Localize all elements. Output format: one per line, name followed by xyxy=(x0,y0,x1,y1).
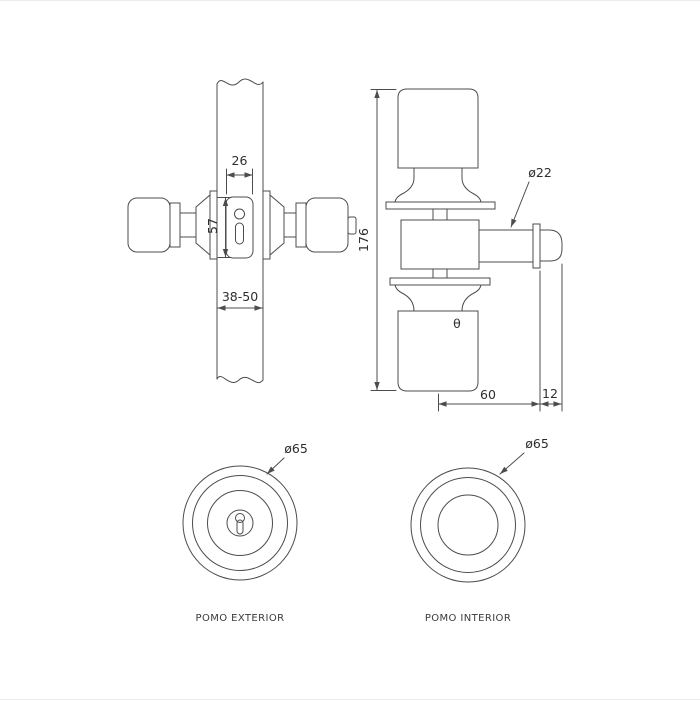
dim-26-label: 26 xyxy=(232,153,248,168)
bottom-bell-right xyxy=(461,284,482,312)
keyway-slot xyxy=(235,222,244,245)
dimension-176: 176 xyxy=(356,89,397,391)
leader-line xyxy=(499,452,525,475)
latch-faceplate xyxy=(532,223,541,269)
front-view: θ 176 ø22 60 12 xyxy=(356,88,563,412)
dim-38-50-label: 38-50 xyxy=(222,289,258,304)
exterior-caption: POMO EXTERIOR xyxy=(196,613,285,624)
interior-caption: POMO INTERIOR xyxy=(425,613,511,624)
interior-knob-face-ring xyxy=(295,202,307,248)
interior-rose xyxy=(269,193,285,257)
exterior-face-view: ø65 POMO EXTERIOR xyxy=(182,441,308,624)
exterior-mount-plate xyxy=(209,190,218,260)
keyhole-circle xyxy=(235,513,245,523)
cylinder-pin-circle xyxy=(234,208,245,220)
exterior-middle-circle xyxy=(192,475,288,571)
lock-body xyxy=(400,219,480,270)
exterior-knob-neck xyxy=(179,212,197,238)
exterior-knob-face-ring xyxy=(169,202,181,248)
keyhole-slot xyxy=(236,519,244,535)
dim-12-label: 12 xyxy=(542,386,558,401)
dim-176-label: 176 xyxy=(356,228,371,252)
theta-mark: θ xyxy=(453,316,461,331)
interior-knob-head xyxy=(305,197,349,253)
lock-cylinder-plate xyxy=(225,196,254,259)
dimension-26: 26 xyxy=(226,153,253,195)
door-cross-section xyxy=(216,78,264,384)
callout-o65-interior: ø65 xyxy=(499,436,549,475)
dimension-38-50: 38-50 xyxy=(217,289,263,311)
callout-o22: ø22 xyxy=(510,165,552,228)
exterior-outer-circle xyxy=(182,465,298,581)
dim-o65-exterior-label: ø65 xyxy=(284,441,308,456)
interior-mount-plate xyxy=(262,190,271,260)
interior-middle-circle xyxy=(420,477,516,573)
side-view: 26 57 38-50 xyxy=(127,78,357,384)
door-break-top xyxy=(216,78,264,86)
dim-o22-label: ø22 xyxy=(528,165,552,180)
interior-lock-button xyxy=(347,216,357,235)
interior-knob-side xyxy=(262,190,357,260)
top-bell-left xyxy=(394,167,415,203)
top-rose-plate xyxy=(385,201,496,210)
dim-57-label: 57 xyxy=(205,218,220,234)
bottom-knob xyxy=(397,310,479,392)
latch-arm xyxy=(478,229,534,263)
leader-line xyxy=(266,457,285,475)
interior-face-view: ø65 POMO INTERIOR xyxy=(410,436,549,624)
exterior-cylinder-circle xyxy=(226,509,254,537)
callout-o65-exterior: ø65 xyxy=(266,441,308,475)
cylinder-plate-outline xyxy=(225,196,254,259)
interior-knob-neck xyxy=(283,212,297,238)
interior-inner-circle xyxy=(437,494,499,556)
top-bell-right xyxy=(461,167,482,203)
bottom-rose-plate xyxy=(389,277,491,286)
leader-line xyxy=(510,181,530,228)
exterior-knob-head xyxy=(127,197,171,253)
interior-outer-circle xyxy=(410,467,526,583)
exterior-inner-circle xyxy=(207,490,273,556)
dim-o65-interior-label: ø65 xyxy=(525,436,549,451)
bottom-bell-left xyxy=(394,284,415,312)
exterior-knob-side xyxy=(127,190,218,260)
dim-60-label: 60 xyxy=(480,387,496,402)
dimension-57: 57 xyxy=(205,197,232,258)
top-knob xyxy=(397,88,479,169)
dimension-60-12: 60 12 xyxy=(438,263,563,412)
latch-bolt xyxy=(539,229,563,262)
door-break-bottom xyxy=(216,376,264,384)
